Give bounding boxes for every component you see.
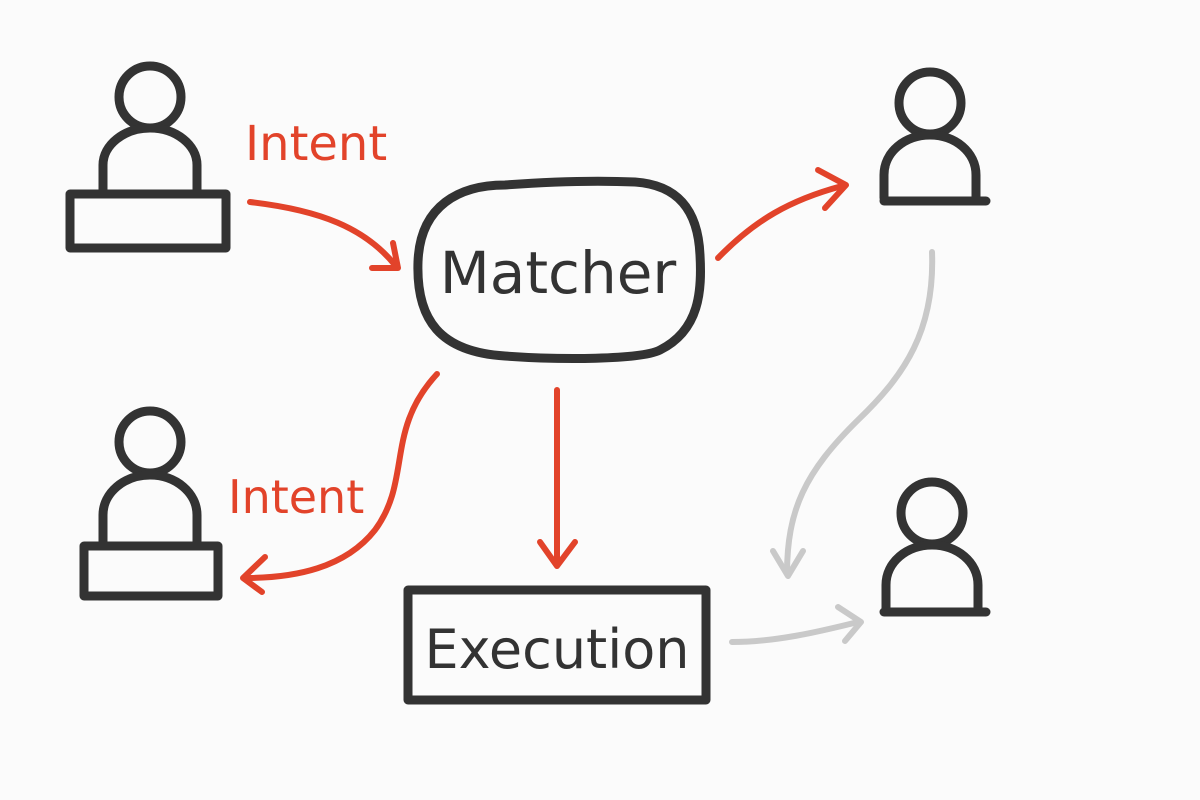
- arrow-provider-top-to-provider-bottom: [770, 249, 936, 579]
- requester-top: [65, 61, 231, 253]
- execution-node: Execution: [403, 585, 711, 705]
- intent-label-bottom: Intent: [228, 470, 364, 524]
- provider-top: [879, 67, 991, 206]
- arrow-intent-to-matcher: [247, 199, 401, 271]
- matcher-node: Matcher: [413, 176, 705, 363]
- execution-label: Execution: [425, 618, 690, 681]
- arrow-matcher-to-requester-bottom: [240, 371, 440, 595]
- matcher-box: [413, 176, 705, 363]
- arrow-execution-to-provider-bottom: [729, 604, 864, 645]
- person-icon: [98, 406, 202, 547]
- provider-bottom: [879, 477, 991, 617]
- arrow-matcher-to-execution: [537, 387, 578, 569]
- desk-icon: [79, 541, 223, 601]
- person-icon: [98, 61, 202, 195]
- person-icon: [879, 67, 991, 206]
- person-icon: [879, 477, 991, 617]
- intent-label-top: Intent: [245, 116, 387, 172]
- matcher-label: Matcher: [440, 239, 677, 307]
- requester-bottom: [79, 406, 223, 601]
- desk-icon: [65, 189, 231, 253]
- arrow-matcher-to-provider-top: [715, 167, 849, 261]
- execution-box: [403, 585, 711, 705]
